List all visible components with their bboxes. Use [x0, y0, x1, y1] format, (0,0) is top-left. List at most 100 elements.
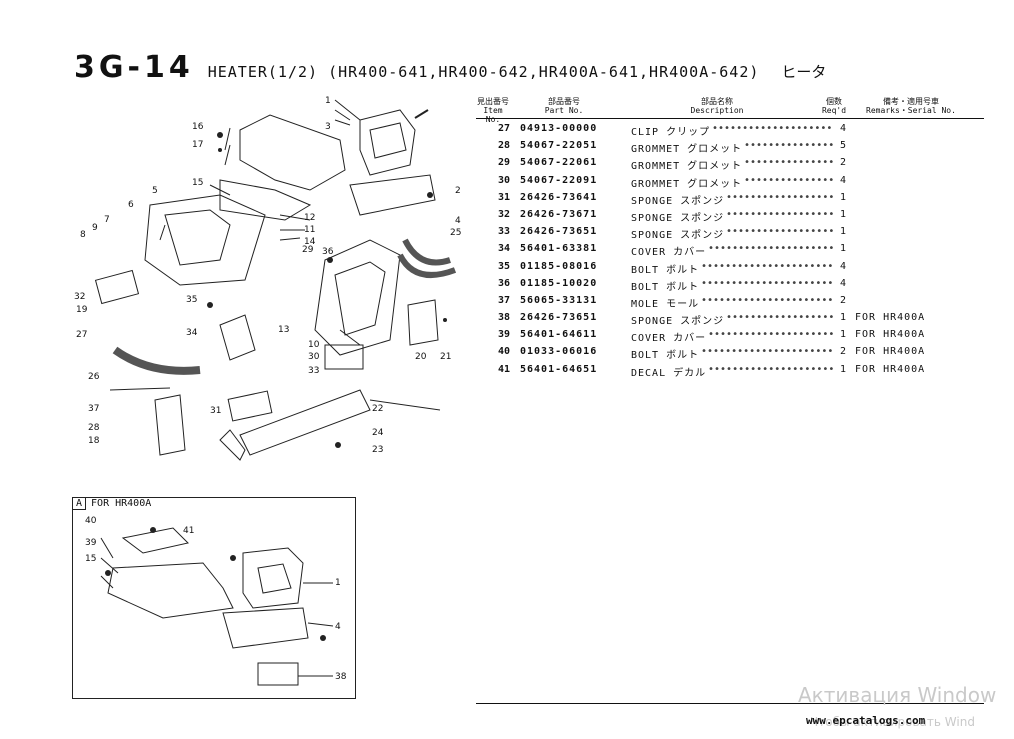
callout-6: 6: [128, 200, 134, 210]
callout-24: 24: [372, 428, 384, 438]
callout-35: 35: [186, 295, 198, 305]
callout-10: 10: [308, 340, 320, 350]
part-description: BOLT ボルト: [631, 264, 700, 276]
part-description: GROMMET グロメット: [631, 161, 743, 173]
leader-dots: •••••••••••••••••••••: [708, 329, 835, 341]
item-number: 35: [497, 260, 510, 272]
inset-callout-4: 4: [335, 622, 341, 632]
leader-dots: ••••••••••••••••••••••: [701, 260, 834, 272]
callout-21: 21: [440, 352, 452, 362]
bolt-inset-icon: [105, 570, 111, 576]
quantity-required: 4: [840, 260, 847, 272]
part-number: 54067-22091: [520, 174, 598, 186]
leader-dots: ••••••••••••••••••••••: [701, 346, 834, 358]
bolt-2-icon: [427, 192, 433, 198]
inset-drawing: [100, 527, 334, 686]
callout-15: 15: [192, 178, 204, 188]
part-number: 01185-08016: [520, 260, 598, 272]
item-number: 27: [497, 123, 510, 134]
parts-table: 見出番号 Item No. 部品番号 Part No. 部品名称 Descrip…: [476, 97, 984, 379]
part-description: SPONGE スポンジ: [631, 212, 725, 224]
footer-url: www.epcatalogs.com: [806, 714, 926, 727]
item-number: 37: [497, 294, 510, 306]
callout-4: 4: [455, 216, 461, 226]
callout-29: 29: [302, 245, 314, 255]
header-desc-en: Description: [690, 106, 744, 115]
remarks: FOR HR400A: [855, 363, 926, 375]
callout-13: 13: [278, 325, 290, 335]
header-req-jp: 個数: [826, 97, 842, 106]
activation-watermark-sub: Чтобы активировать Wind: [810, 715, 975, 729]
callout-33: 33: [308, 366, 320, 376]
leader-dots: ••••••••••••••••••••••: [701, 294, 834, 306]
inset-callout-40: 40: [85, 516, 97, 526]
callout-3: 3: [325, 122, 331, 132]
bolt-16-icon: [217, 132, 223, 138]
leader-dots: ••••••••••••••••••••••: [701, 277, 834, 289]
quantity-required: 4: [840, 174, 847, 186]
callout-28: 28: [88, 423, 100, 433]
callout-14: 14: [304, 237, 316, 247]
leader-dots: ••••••••••••••••••: [726, 226, 835, 238]
header-part-jp: 部品番号: [548, 97, 580, 106]
exploded-diagram: 1 2 3 4 5 6 7 8 9 10 11 12 13 14 15 16 1…: [70, 90, 470, 510]
quantity-required: 5: [840, 140, 847, 152]
leader-dots: ••••••••••••••••••: [726, 191, 835, 203]
item-number: 29: [497, 157, 510, 169]
part-number: 56065-33131: [520, 294, 598, 306]
part-number: 54067-22061: [520, 157, 598, 169]
inset-label: A FOR HR400A: [73, 498, 151, 510]
page-heading: HEATER(1/2) (HR400-641,HR400-642,HR400A-…: [207, 63, 760, 81]
header-item-jp: 見出番号: [477, 97, 509, 106]
parts-table-header: 見出番号 Item No. 部品番号 Part No. 部品名称 Descrip…: [476, 97, 984, 124]
leader-dots: ••••••••••••••••••••: [712, 123, 833, 134]
part-description: MOLE モール: [631, 298, 700, 310]
nut-23-icon: [335, 442, 341, 448]
header-part: 部品番号 Part No.: [534, 97, 594, 115]
page-code: 3G-14: [74, 50, 194, 85]
header-remarks-en: Remarks・Serial No.: [866, 106, 956, 115]
bolt-36-icon: [327, 257, 333, 263]
washer-17-icon: [218, 148, 222, 152]
bottom-rule: [476, 703, 984, 704]
inset-callout-41: 41: [183, 526, 195, 536]
callout-32: 32: [74, 292, 86, 302]
quantity-required: 1: [840, 243, 847, 255]
callout-12: 12: [304, 213, 316, 223]
leader-dots: •••••••••••••••: [744, 157, 835, 169]
part-description: COVER カバー: [631, 333, 707, 345]
quantity-required: 1: [840, 191, 847, 203]
quantity-required: 1: [840, 312, 847, 324]
part-description: SPONGE スポンジ: [631, 195, 725, 207]
activation-watermark: Активация Window: [798, 683, 997, 707]
part-number: 01033-06016: [520, 346, 598, 358]
remarks: FOR HR400A: [855, 346, 926, 358]
callout-37: 37: [88, 404, 100, 414]
quantity-required: 1: [840, 208, 847, 220]
part-number: 26426-73641: [520, 191, 598, 203]
item-number: 33: [497, 226, 510, 238]
header-desc: 部品名称 Description: [672, 97, 762, 115]
callout-20: 20: [415, 352, 427, 362]
quantity-required: 2: [840, 346, 847, 358]
callout-34: 34: [186, 328, 198, 338]
inset-callout-38: 38: [335, 672, 347, 682]
heater-assembly-drawing: [94, 99, 457, 461]
callout-26: 26: [88, 372, 100, 382]
item-number: 34: [497, 243, 510, 255]
item-number: 30: [497, 174, 510, 186]
leader-dots: •••••••••••••••••••••: [708, 363, 835, 375]
header-desc-jp: 部品名称: [701, 97, 733, 106]
leader-dots: •••••••••••••••: [744, 174, 835, 186]
inset-title: FOR HR400A: [91, 498, 152, 509]
remarks: FOR HR400A: [855, 312, 926, 324]
quantity-required: 4: [840, 277, 847, 289]
